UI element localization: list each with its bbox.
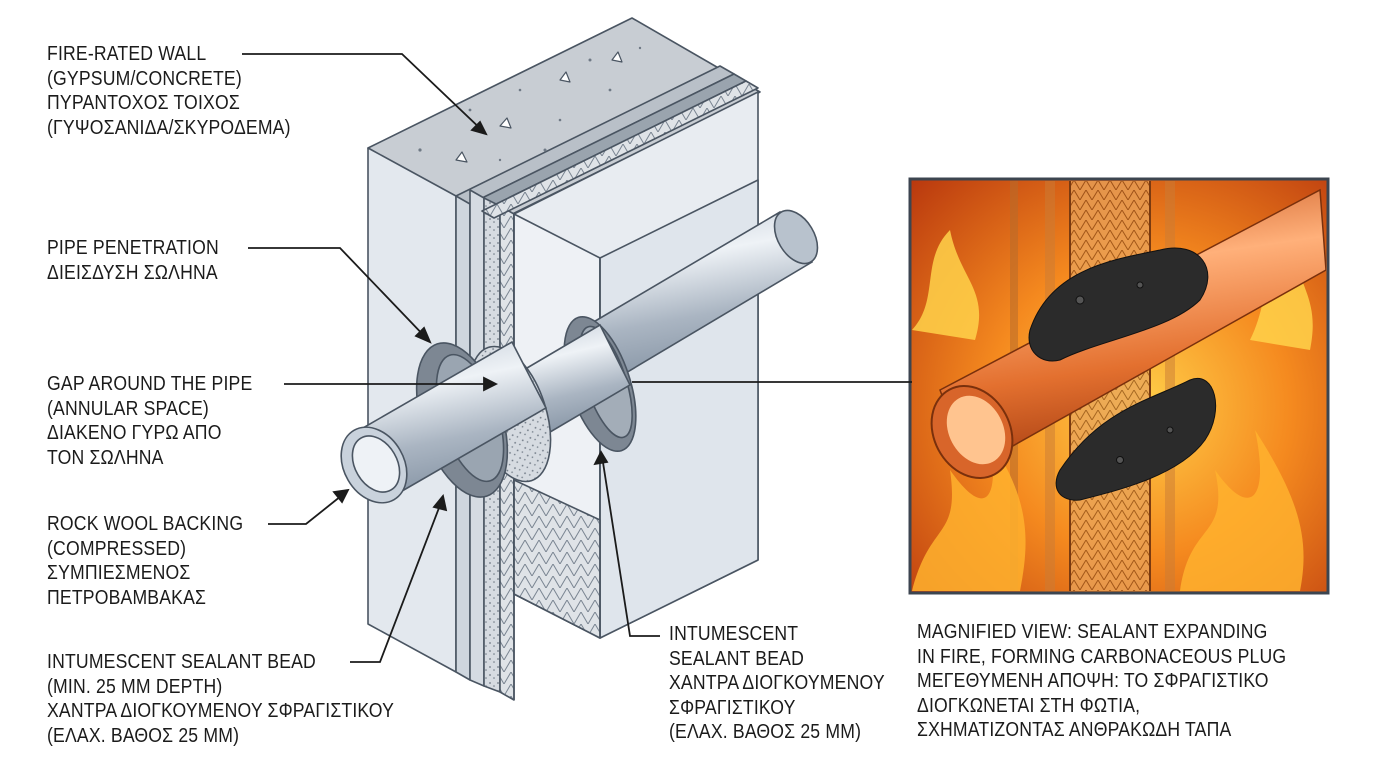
label-rock-wool-backing: ROCK WOOL BACKING (COMPRESSED) ΣΥΜΠΙΕΣΜΕ… [47,512,244,609]
label-gap-around-pipe: GAP AROUND THE PIPE (ANNULAR SPACE) ΔΙΑΚ… [47,372,253,469]
pipe [340,209,819,504]
label-intumescent-sealant-left: INTUMESCENT SEALANT BEAD (MIN. 25 MM DEP… [47,650,395,747]
magnified-view [908,177,1330,595]
label-fire-rated-wall: FIRE-RATED WALL (GYPSUM/CONCRETE) ΠΥΡΑΝΤ… [47,42,291,139]
label-intumescent-sealant-right: INTUMESCENT SEALANT BEAD ΧΑΝΤΡΑ ΔΙΟΓΚΟΥΜ… [669,622,885,743]
label-pipe-penetration: PIPE PENETRATION ΔΙΕΙΣΔΥΣΗ ΣΩΛΗΝΑ [47,236,219,284]
label-magnified-view: MAGNIFIED VIEW: SEALANT EXPANDING IN FIR… [917,620,1287,741]
leader-lines [242,53,912,663]
char-plug [1028,247,1217,501]
